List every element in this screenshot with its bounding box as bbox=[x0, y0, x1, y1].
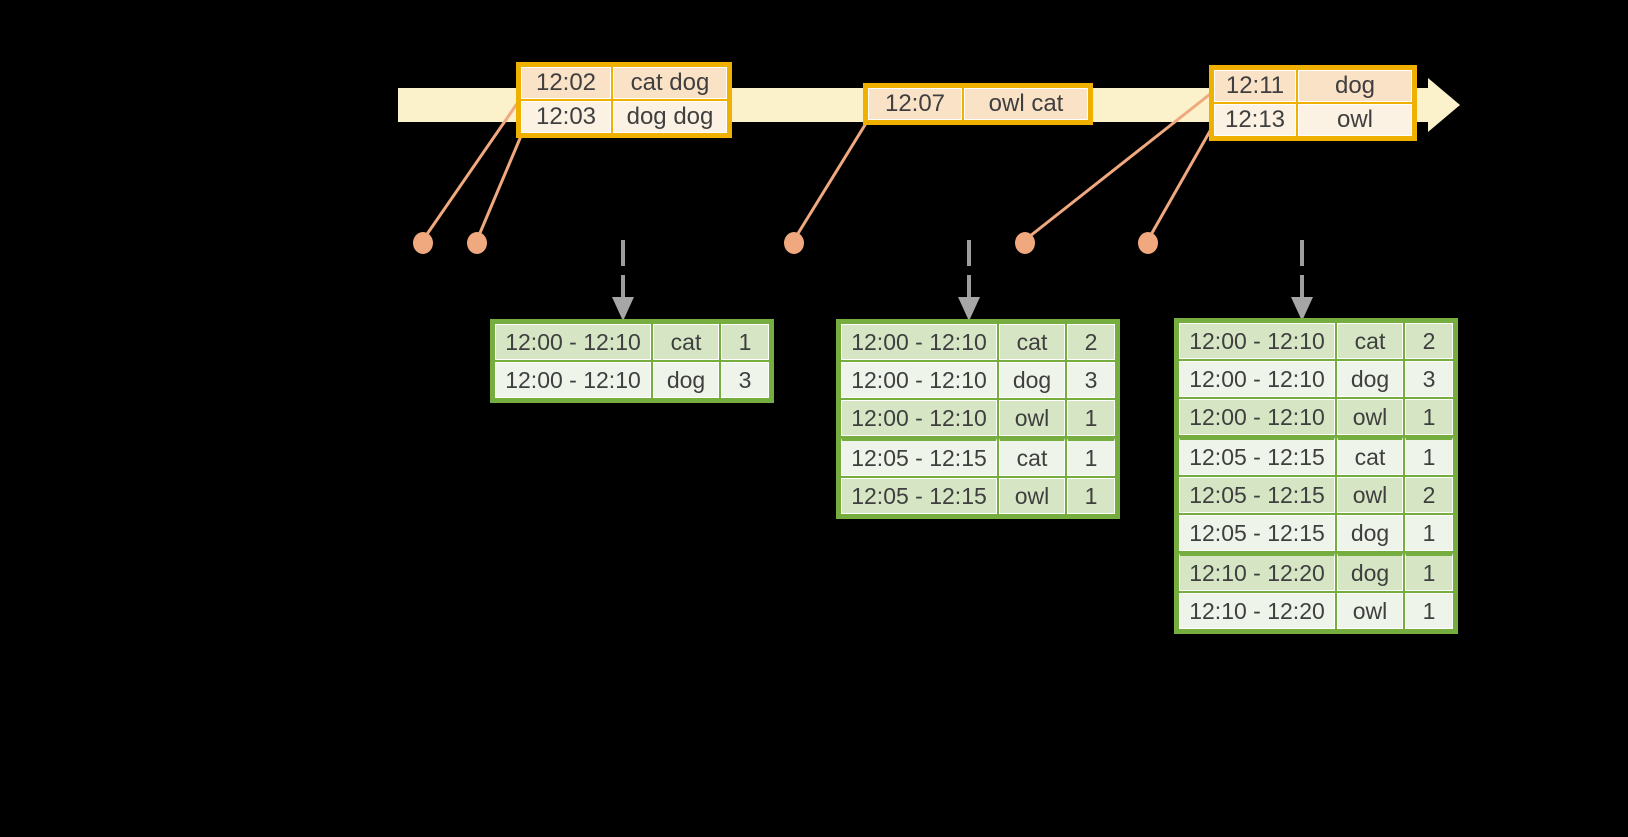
event-words: dog dog bbox=[613, 101, 727, 133]
connector-line bbox=[1146, 123, 1216, 241]
down-arrowhead-icon bbox=[612, 297, 634, 321]
count-cell: 1 bbox=[1067, 438, 1115, 476]
table-row: 12:10 - 12:20 dog 1 bbox=[1179, 553, 1453, 591]
event-table-2: 12:07 owl cat bbox=[863, 83, 1093, 125]
result-table-3: 12:00 - 12:10 cat 2 12:00 - 12:10 dog 3 … bbox=[1174, 318, 1458, 634]
event-dot bbox=[1138, 232, 1158, 254]
table-row: 12:00 - 12:10 owl 1 bbox=[1179, 399, 1453, 435]
event-words: dog bbox=[1298, 70, 1412, 102]
table-row: 12:05 - 12:15 dog 1 bbox=[1179, 515, 1453, 551]
table-row: 12:11 dog bbox=[1214, 70, 1412, 102]
table-row: 12:03 dog dog bbox=[521, 101, 727, 133]
count-cell: 1 bbox=[721, 324, 769, 360]
table-row: 12:00 - 12:10 dog 3 bbox=[1179, 361, 1453, 397]
event-time: 12:02 bbox=[521, 67, 611, 99]
event-time: 12:13 bbox=[1214, 104, 1296, 136]
count-cell: 3 bbox=[1405, 361, 1453, 397]
word-cell: dog bbox=[1337, 553, 1403, 591]
down-arrowhead-icon bbox=[1291, 297, 1313, 321]
event-words: owl cat bbox=[964, 88, 1088, 120]
table-row: 12:00 - 12:10 dog 3 bbox=[841, 362, 1115, 398]
down-arrowhead-icon bbox=[958, 297, 980, 321]
window-cell: 12:05 - 12:15 bbox=[1179, 477, 1335, 513]
word-cell: owl bbox=[999, 478, 1065, 514]
event-table-1: 12:02 cat dog 12:03 dog dog bbox=[516, 62, 732, 138]
connector-line bbox=[1024, 89, 1215, 242]
event-dot bbox=[467, 232, 487, 254]
window-cell: 12:05 - 12:15 bbox=[1179, 437, 1335, 475]
window-cell: 12:00 - 12:10 bbox=[841, 362, 997, 398]
trigger-arrows bbox=[612, 240, 1313, 321]
count-cell: 2 bbox=[1067, 324, 1115, 360]
word-cell: owl bbox=[999, 400, 1065, 436]
event-words: cat dog bbox=[613, 67, 727, 99]
event-words: owl bbox=[1298, 104, 1412, 136]
word-cell: dog bbox=[1337, 361, 1403, 397]
event-time: 12:11 bbox=[1214, 70, 1296, 102]
window-cell: 12:05 - 12:15 bbox=[841, 478, 997, 514]
table-row: 12:00 - 12:10 cat 1 bbox=[495, 324, 769, 360]
word-cell: cat bbox=[653, 324, 719, 360]
count-cell: 1 bbox=[1405, 515, 1453, 551]
table-row: 12:00 - 12:10 dog 3 bbox=[495, 362, 769, 398]
window-cell: 12:00 - 12:10 bbox=[1179, 323, 1335, 359]
table-row: 12:05 - 12:15 cat 1 bbox=[1179, 437, 1453, 475]
count-cell: 2 bbox=[1405, 477, 1453, 513]
word-cell: owl bbox=[1337, 593, 1403, 629]
count-cell: 3 bbox=[721, 362, 769, 398]
connector-line bbox=[792, 119, 870, 241]
window-cell: 12:10 - 12:20 bbox=[1179, 553, 1335, 591]
word-cell: cat bbox=[1337, 323, 1403, 359]
word-cell: cat bbox=[999, 438, 1065, 476]
table-row: 12:10 - 12:20 owl 1 bbox=[1179, 593, 1453, 629]
table-row: 12:13 owl bbox=[1214, 104, 1412, 136]
window-cell: 12:10 - 12:20 bbox=[1179, 593, 1335, 629]
table-row: 12:00 - 12:10 cat 2 bbox=[841, 324, 1115, 360]
connector-line bbox=[421, 94, 525, 241]
table-row: 12:05 - 12:15 owl 1 bbox=[841, 478, 1115, 514]
event-table-3: 12:11 dog 12:13 owl bbox=[1209, 65, 1417, 141]
window-cell: 12:00 - 12:10 bbox=[1179, 361, 1335, 397]
event-dot bbox=[784, 232, 804, 254]
window-cell: 12:00 - 12:10 bbox=[1179, 399, 1335, 435]
connector-line bbox=[475, 135, 523, 241]
word-cell: dog bbox=[653, 362, 719, 398]
table-row: 12:05 - 12:15 owl 2 bbox=[1179, 477, 1453, 513]
count-cell: 1 bbox=[1405, 437, 1453, 475]
window-cell: 12:00 - 12:10 bbox=[841, 324, 997, 360]
table-row: 12:05 - 12:15 cat 1 bbox=[841, 438, 1115, 476]
count-cell: 2 bbox=[1405, 323, 1453, 359]
count-cell: 3 bbox=[1067, 362, 1115, 398]
table-row: 12:00 - 12:10 owl 1 bbox=[841, 400, 1115, 436]
timeline-arrowhead-icon bbox=[1428, 78, 1460, 132]
count-cell: 1 bbox=[1405, 553, 1453, 591]
result-table-1: 12:00 - 12:10 cat 1 12:00 - 12:10 dog 3 bbox=[490, 319, 774, 403]
word-cell: owl bbox=[1337, 477, 1403, 513]
count-cell: 1 bbox=[1067, 400, 1115, 436]
count-cell: 1 bbox=[1067, 478, 1115, 514]
connector-lines bbox=[421, 89, 1216, 242]
event-dots bbox=[413, 232, 1158, 254]
window-cell: 12:05 - 12:15 bbox=[1179, 515, 1335, 551]
table-row: 12:07 owl cat bbox=[868, 88, 1088, 120]
event-time: 12:07 bbox=[868, 88, 962, 120]
window-cell: 12:05 - 12:15 bbox=[841, 438, 997, 476]
event-dot bbox=[413, 232, 433, 254]
word-cell: cat bbox=[1337, 437, 1403, 475]
word-cell: owl bbox=[1337, 399, 1403, 435]
result-table-2: 12:00 - 12:10 cat 2 12:00 - 12:10 dog 3 … bbox=[836, 319, 1120, 519]
count-cell: 1 bbox=[1405, 593, 1453, 629]
count-cell: 1 bbox=[1405, 399, 1453, 435]
word-cell: dog bbox=[999, 362, 1065, 398]
window-cell: 12:00 - 12:10 bbox=[495, 362, 651, 398]
table-row: 12:02 cat dog bbox=[521, 67, 727, 99]
word-cell: cat bbox=[999, 324, 1065, 360]
table-row: 12:00 - 12:10 cat 2 bbox=[1179, 323, 1453, 359]
window-cell: 12:00 - 12:10 bbox=[495, 324, 651, 360]
word-cell: dog bbox=[1337, 515, 1403, 551]
event-time: 12:03 bbox=[521, 101, 611, 133]
event-dot bbox=[1015, 232, 1035, 254]
window-cell: 12:00 - 12:10 bbox=[841, 400, 997, 436]
